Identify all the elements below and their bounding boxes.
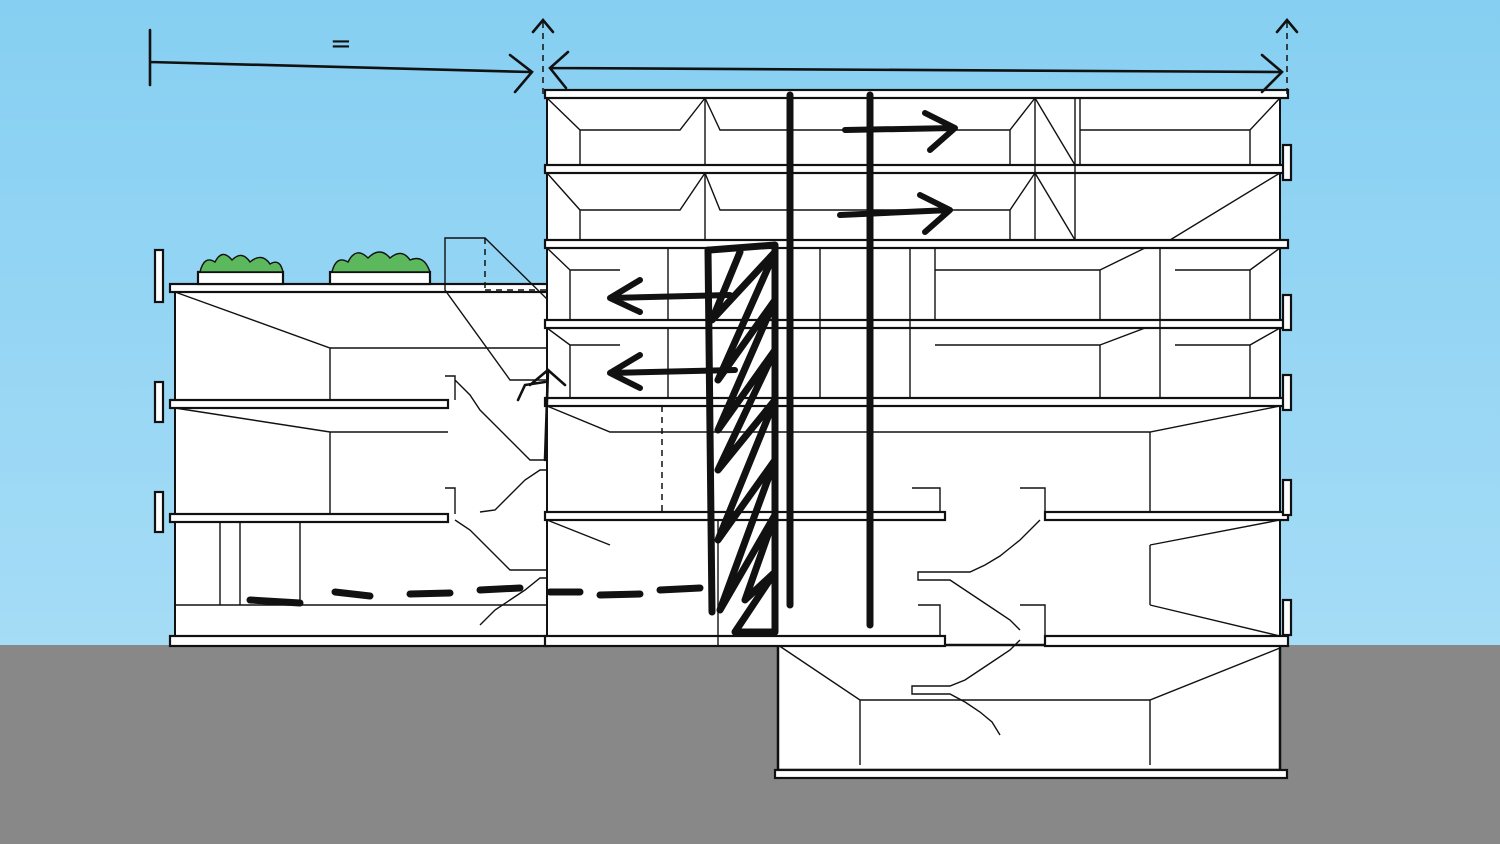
main-block [543, 88, 1293, 780]
dashed-path [246, 584, 704, 607]
flow-arrow [842, 110, 958, 153]
stair-arrow [516, 368, 567, 462]
rooftop-planting [199, 253, 284, 273]
flow-arrow [607, 352, 738, 391]
rooftop-planting [331, 251, 431, 273]
circulation-overlay [246, 91, 958, 645]
dimension-equal-label: = [330, 29, 352, 59]
flow-arrow [607, 277, 733, 315]
dimension-line: = [148, 17, 1299, 95]
flow-arrow [837, 192, 953, 235]
